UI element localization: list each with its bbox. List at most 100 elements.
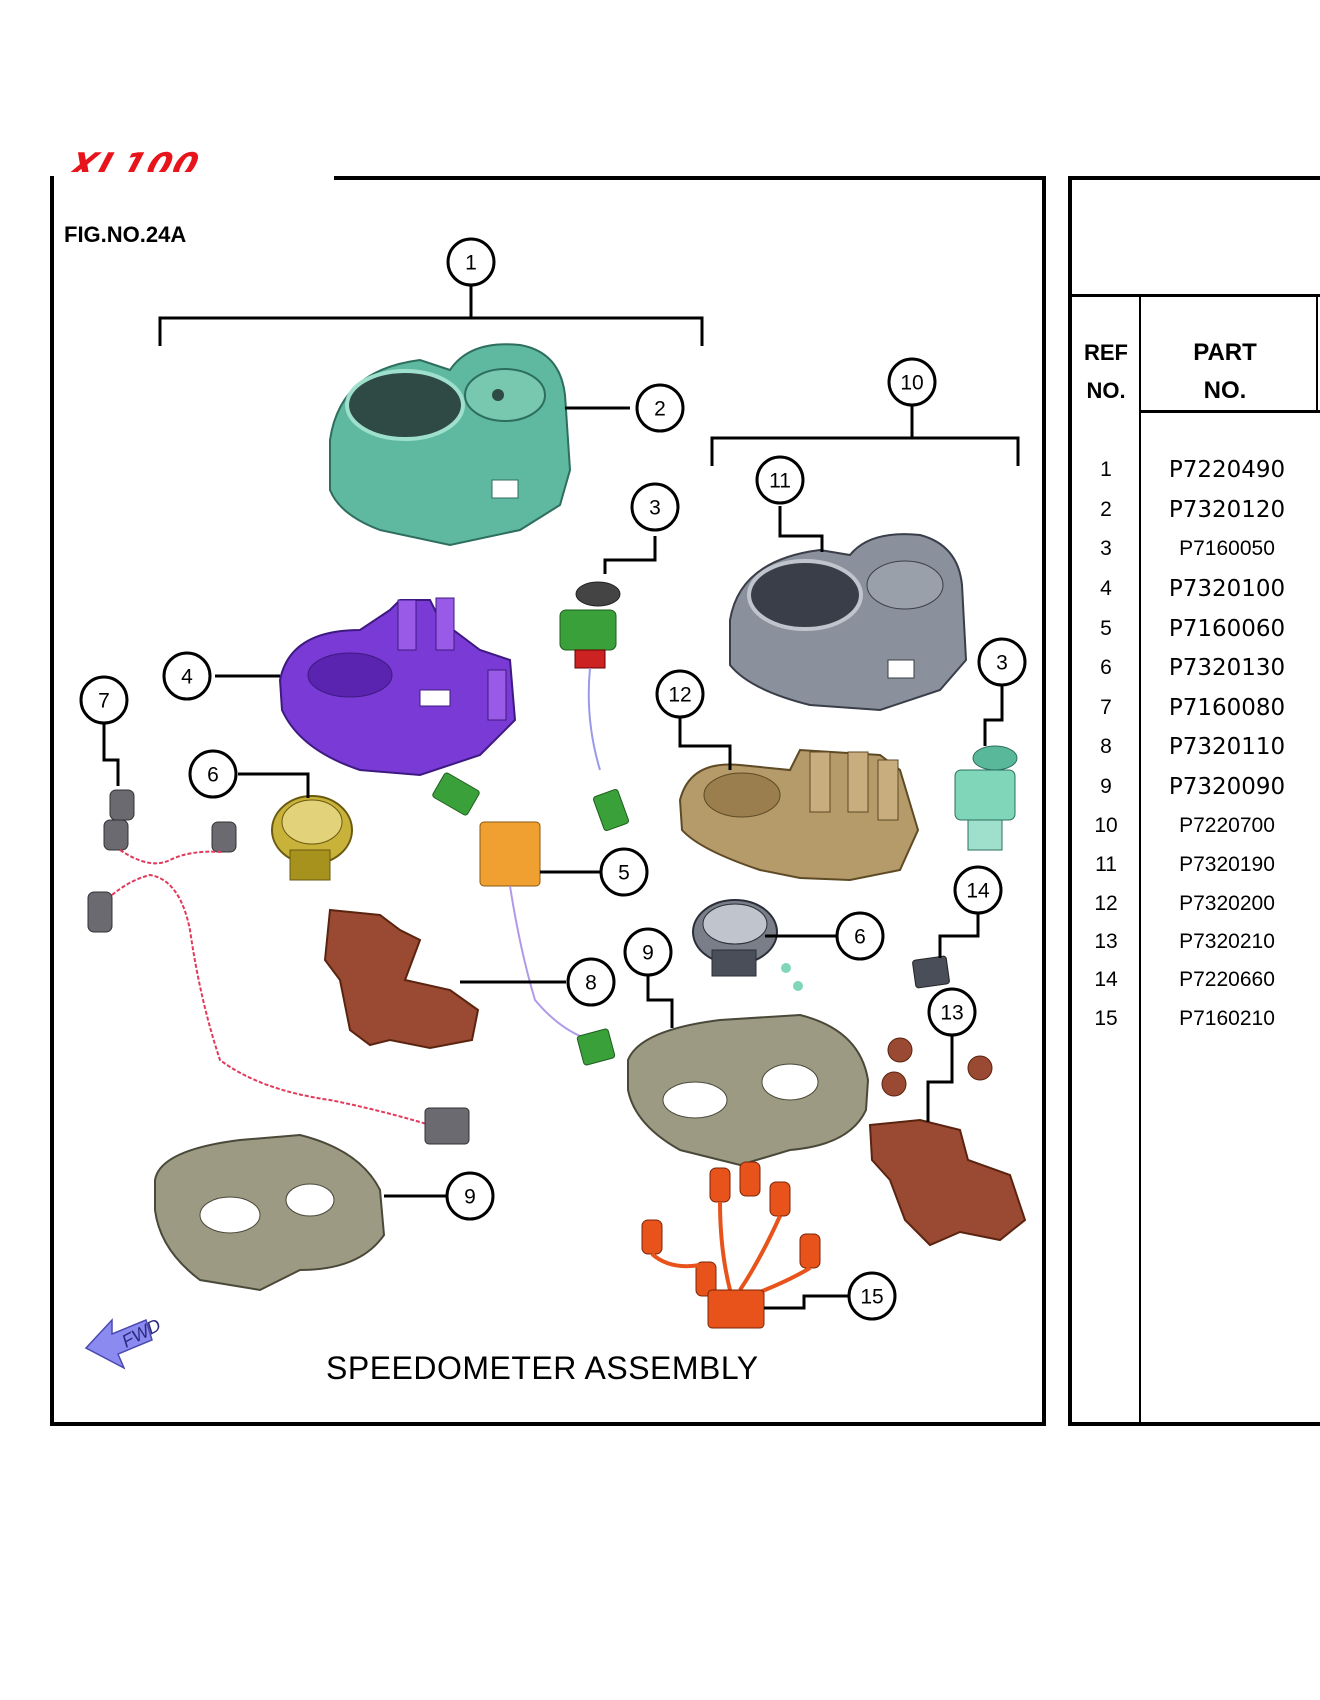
callout-label: 14 [966, 880, 990, 903]
group-bracket-10 [710, 436, 1020, 466]
callout-4 [162, 651, 212, 701]
frame-gap [54, 172, 334, 180]
callout-label: 3 [649, 497, 661, 520]
callout-label: 2 [654, 398, 666, 421]
callout-7 [79, 675, 129, 725]
part-bulb-socket-mint [954, 745, 1018, 851]
table-row: 9 P7320090 [1072, 767, 1320, 807]
ref-cell: 10 [1094, 814, 1118, 837]
callout-9-right [623, 927, 673, 977]
header-part-line1: PART [1193, 339, 1257, 366]
callout-label: 4 [181, 666, 193, 689]
part-cell: P7320100 [1168, 576, 1286, 602]
callout-15 [847, 1271, 897, 1321]
callout-label: 6 [207, 764, 219, 787]
ref-cell: 9 [1100, 775, 1112, 798]
part-speedo-cover-grey [729, 533, 968, 712]
callout-5 [599, 847, 649, 897]
callout-label: 9 [642, 942, 654, 965]
callout-3-left [630, 482, 680, 532]
part-lens-small [912, 955, 950, 989]
table-row: 12 P7320200 [1072, 884, 1320, 924]
ref-cell: 2 [1100, 498, 1112, 521]
part-cell: P7160050 [1179, 537, 1275, 560]
callout-10 [887, 357, 937, 407]
part-cell: P7220700 [1179, 814, 1275, 837]
header-ref-line1: REF [1084, 340, 1128, 365]
part-cell: P7320090 [1168, 774, 1286, 800]
parts-table-frame [1068, 176, 1320, 1426]
callout-6-right [835, 911, 885, 961]
table-header-top-rule [1072, 294, 1320, 297]
part-bulb-socket-green [559, 581, 630, 832]
callout-label: 5 [618, 862, 630, 885]
part-cell: P7320120 [1168, 497, 1286, 523]
part-cell: P7320200 [1179, 892, 1275, 915]
callout-label: 10 [900, 372, 923, 395]
table-row: 10 P7220700 [1072, 806, 1320, 846]
ref-cell: 3 [1100, 537, 1112, 560]
ref-cell: 14 [1094, 968, 1118, 991]
part-cell: P7320110 [1168, 734, 1286, 760]
part-wire-harness-7 [87, 789, 470, 1145]
part-gauge-grey [692, 899, 803, 991]
table-header-bottom-rule [1140, 410, 1320, 413]
ref-cell: 13 [1094, 930, 1118, 953]
fwd-arrow-icon [84, 1318, 153, 1370]
callout-6-left [188, 749, 238, 799]
part-base-plate-right [627, 1013, 870, 1167]
ref-cell: 7 [1100, 696, 1112, 719]
ref-cell: 5 [1100, 617, 1112, 640]
table-row: 14 P7220660 [1072, 960, 1320, 1000]
callout-1 [446, 237, 496, 287]
callout-12 [655, 669, 705, 719]
part-bracket-brown [323, 908, 480, 1050]
part-connector-orange [432, 772, 616, 1066]
ref-cell: 1 [1100, 458, 1112, 481]
table-row: 7 P7160080 [1072, 688, 1320, 728]
callout-label: 13 [940, 1002, 963, 1025]
ref-cell: 8 [1100, 735, 1112, 758]
figure-title: SPEEDOMETER ASSEMBLY [326, 1350, 759, 1386]
part-housing-purple [278, 597, 517, 777]
header-ref-line2: NO. [1086, 378, 1126, 403]
part-cell: P7220660 [1179, 968, 1275, 991]
table-row: 4 P7320100 [1072, 569, 1320, 609]
part-bracket-brown-right [868, 1037, 1027, 1247]
table-column-divider [1139, 296, 1141, 1422]
ref-cell: 12 [1094, 892, 1118, 915]
callout-label: 8 [585, 972, 597, 995]
ref-cell: 15 [1094, 1007, 1118, 1030]
figure-number: FIG.NO.24A [64, 222, 187, 247]
table-row: 2 P7320120 [1072, 490, 1320, 530]
callout-label: 15 [860, 1286, 883, 1309]
callout-label: 9 [464, 1186, 476, 1209]
callout-9-left [445, 1171, 495, 1221]
callout-label: 7 [98, 690, 110, 713]
part-cell: P7320210 [1179, 930, 1275, 953]
table-row: 13 P7320210 [1072, 922, 1320, 962]
ref-cell: 4 [1100, 577, 1112, 600]
part-cell: P7160080 [1168, 695, 1286, 721]
leader-lines [102, 406, 1004, 1310]
fwd-label: FWD [118, 1315, 164, 1352]
callout-3-right [977, 637, 1027, 687]
table-column-divider-right [1316, 296, 1318, 412]
callout-label: 11 [769, 470, 791, 493]
callout-label: 3 [996, 652, 1008, 675]
table-row: 8 P7320110 [1072, 727, 1320, 767]
part-cell: P7320190 [1179, 853, 1275, 876]
callout-14 [953, 865, 1003, 915]
part-base-plate-left [154, 1133, 386, 1292]
callout-label: 1 [465, 252, 477, 275]
header-part-line2: NO. [1203, 377, 1247, 404]
callout-11 [755, 455, 805, 505]
callout-label: 6 [854, 926, 866, 949]
callouts [79, 237, 1027, 1321]
part-wire-harness-15 [641, 1161, 821, 1329]
